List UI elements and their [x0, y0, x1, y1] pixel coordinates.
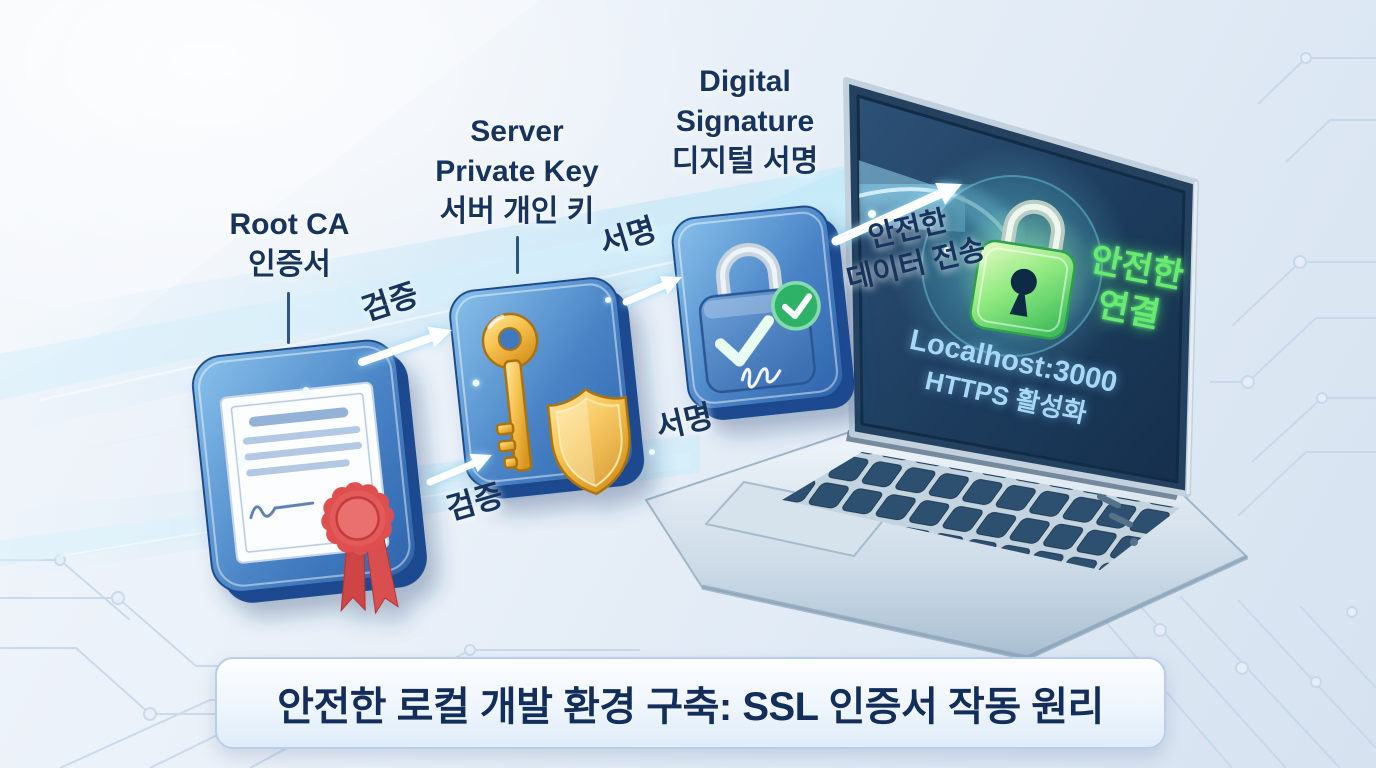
gold-key-shield-icon: [449, 277, 645, 499]
server-key-title: Server: [470, 115, 564, 148]
flow-arrows: [358, 183, 962, 486]
laptop-screen-content: [858, 146, 1132, 386]
digital-signature-title2: Signature: [675, 105, 815, 138]
root-ca-connector-line: [287, 292, 290, 344]
red-seal-ribbon: [321, 482, 399, 615]
server-key-subtitle: 서버 개인 키: [439, 195, 595, 228]
digital-signature-label: Digital Signature 디지털 서명: [640, 62, 850, 182]
verify-arrow-bottom: [426, 453, 492, 486]
background-light-band: [0, 0, 540, 380]
root-ca-title: Root CA: [229, 208, 350, 241]
laptop: [645, 77, 1249, 661]
digital-signature-subtitle: 디지털 서명: [671, 145, 819, 178]
sign-arrow: [622, 276, 682, 306]
server-key-connector-line: [516, 236, 519, 274]
title-banner-text: 안전한 로컬 개발 환경 구축: SSL 인증서 작동 원리: [277, 685, 1104, 729]
title-banner: 안전한 로컬 개발 환경 구축: SSL 인증서 작동 원리: [215, 657, 1166, 749]
laptop-ports: [1097, 493, 1138, 546]
transfer-arrow: [831, 183, 962, 246]
lock-check-signature-icon: [671, 205, 855, 420]
certificate-ribbon-icon: [191, 339, 427, 615]
beam-dots: [237, 210, 950, 465]
server-key-label: Server Private Key 서버 개인 키: [412, 112, 622, 232]
server-key-title2: Private Key: [435, 155, 599, 188]
root-ca-label: Root CA 인증서: [207, 205, 372, 285]
digital-signature-title: Digital: [699, 65, 791, 98]
green-padlock-icon: [955, 199, 1096, 342]
root-ca-subtitle: 인증서: [248, 248, 331, 281]
verify-arrow-top: [358, 326, 452, 366]
